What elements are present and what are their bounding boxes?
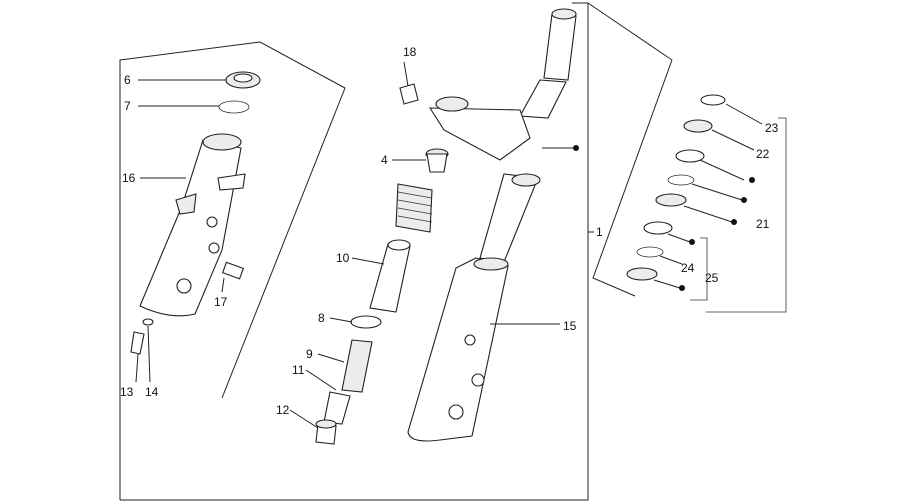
steering-bearings: [626, 94, 726, 281]
label-11: 11: [292, 363, 305, 377]
part-23-nut: [700, 94, 726, 106]
label-18: 18: [403, 45, 417, 59]
left-leg-lug: [217, 173, 246, 191]
left-fork-leg: [130, 71, 261, 355]
part-7-oring: [218, 100, 250, 114]
label-23: 23: [765, 121, 779, 135]
assembly-frames: [119, 2, 787, 501]
label-4: 4: [381, 153, 388, 167]
fork-slider: [407, 257, 509, 442]
label-16: 16: [122, 171, 136, 185]
label-7: 7: [124, 99, 131, 113]
label-25: 25: [705, 271, 719, 285]
main-fork: [407, 8, 577, 442]
part-10-tube: [369, 243, 411, 313]
part-18-bolt: [399, 83, 419, 105]
leader-lines: [135, 61, 763, 429]
part-labels: 6 7 16 18 4 10 8 9 11 12 13 14 17 15 1 2…: [120, 45, 779, 417]
label-10: 10: [336, 251, 350, 265]
part-14-washer: [142, 318, 154, 326]
label-21: 21: [756, 217, 770, 231]
spring: [395, 183, 433, 233]
fork-internals: [315, 83, 449, 445]
part-11-rod: [323, 391, 351, 425]
label-9: 9: [306, 347, 313, 361]
fork-crown: [428, 107, 531, 161]
part-9-damper: [341, 339, 373, 393]
label-6: 6: [124, 73, 131, 87]
steering-stem: [543, 13, 577, 81]
part-17-bolt: [221, 261, 245, 280]
part-13-screw: [130, 331, 145, 355]
label-12: 12: [276, 403, 290, 417]
part-8-ring: [350, 315, 382, 329]
part-22-locknut: [683, 119, 713, 133]
label-13: 13: [120, 385, 134, 399]
label-24: 24: [681, 261, 695, 275]
label-8: 8: [318, 311, 325, 325]
label-17: 17: [214, 295, 228, 309]
label-22: 22: [756, 147, 770, 161]
label-15: 15: [563, 319, 577, 333]
label-14: 14: [145, 385, 159, 399]
label-1: 1: [596, 225, 603, 239]
